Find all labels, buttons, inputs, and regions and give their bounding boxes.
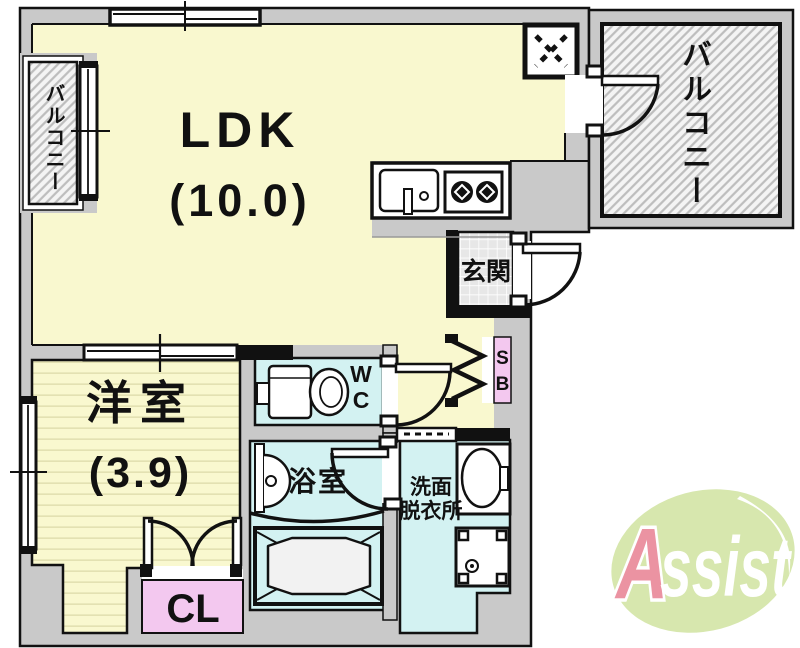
washroom-label-line1: 洗面 bbox=[410, 476, 452, 499]
window-western-room bbox=[10, 396, 47, 554]
wc-door bbox=[379, 344, 453, 434]
closet bbox=[141, 566, 244, 634]
washroom-accordion-door bbox=[395, 426, 510, 443]
washer-pan-icon bbox=[454, 526, 511, 588]
closet-label: CL bbox=[166, 587, 220, 631]
sliding-door-ldk-western bbox=[82, 334, 293, 372]
bath-door bbox=[330, 432, 403, 621]
balcony-main-label: バルコニー bbox=[677, 39, 710, 209]
shoe-box-label-line2: B bbox=[495, 373, 510, 395]
balcony-side-label: バルコニー bbox=[42, 83, 64, 193]
kitchen-counter bbox=[370, 161, 512, 238]
toilet-icon bbox=[256, 364, 350, 420]
shoe-box bbox=[445, 334, 512, 407]
balcony-side bbox=[20, 53, 97, 213]
window-top bbox=[108, 1, 262, 31]
bathtub-icon bbox=[249, 509, 385, 606]
shoe-box-label: S B bbox=[492, 346, 513, 397]
room-ldk bbox=[31, 23, 589, 428]
balcony-door bbox=[565, 64, 660, 138]
logo-letters-rest: ssist bbox=[660, 520, 792, 614]
room-western bbox=[30, 358, 242, 635]
washroom-label: 洗面 脱衣所 bbox=[394, 476, 468, 524]
logo-letter-a: A bbox=[614, 508, 668, 620]
assist-logo: A ssist bbox=[610, 489, 795, 633]
ldk-label: LDK bbox=[179, 102, 301, 158]
shoe-box-label-line1: S bbox=[496, 348, 509, 369]
wc-label: W C bbox=[344, 361, 378, 414]
logo-leaf bbox=[611, 489, 795, 633]
western-room-label: 洋室 bbox=[86, 377, 194, 429]
vent-fan-icon bbox=[522, 22, 580, 80]
window-ldk-balcony bbox=[71, 61, 110, 201]
entrance-door bbox=[509, 231, 582, 309]
bathroom-label: 浴室 bbox=[287, 466, 348, 497]
washroom-label-line2: 脱衣所 bbox=[399, 500, 463, 524]
washbasin-icon bbox=[455, 442, 512, 516]
shower-icon bbox=[254, 443, 292, 513]
wc-label-line2: C bbox=[352, 387, 370, 414]
balcony-main bbox=[587, 8, 795, 230]
western-room-size-label: (3.9) bbox=[88, 449, 193, 497]
entrance-label: 玄関 bbox=[460, 258, 511, 286]
closet-double-doors bbox=[140, 516, 243, 577]
ldk-size-label: (10.0) bbox=[169, 175, 311, 226]
wc-label-line1: W bbox=[350, 361, 372, 387]
logo-swoosh bbox=[737, 496, 791, 576]
